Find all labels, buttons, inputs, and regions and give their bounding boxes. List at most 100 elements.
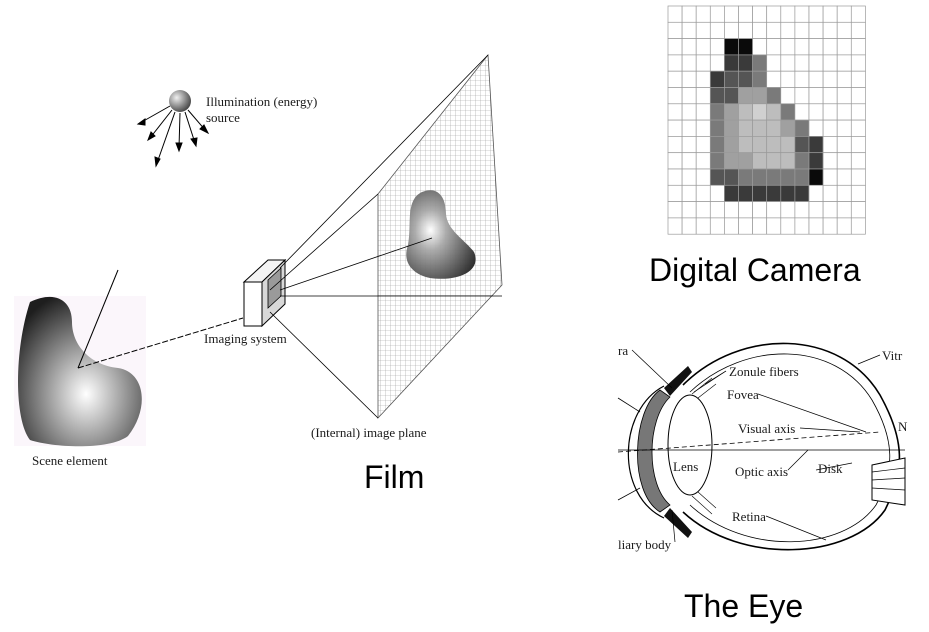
- pixel-cell: [780, 217, 796, 235]
- pixel-cell: [822, 103, 838, 121]
- pixel-cell: [822, 21, 838, 39]
- pixel-cell: [808, 21, 824, 39]
- pixel-cell: [766, 87, 782, 105]
- illumination-source: [136, 90, 210, 168]
- projected-image-blob: [406, 190, 476, 279]
- pixel-cell: [766, 54, 782, 72]
- pixel-cell: [752, 103, 768, 121]
- pixel-cell: [766, 21, 782, 39]
- eye-diagram: [617, 342, 906, 551]
- cornea-fragment-label: ra: [618, 343, 629, 358]
- pixel-cell: [850, 184, 866, 202]
- pixel-cell: [808, 217, 824, 235]
- pixel-cell: [766, 136, 782, 154]
- visual-axis-label: Visual axis: [738, 421, 796, 436]
- pixel-cell: [850, 87, 866, 105]
- pixel-cell: [836, 54, 852, 72]
- pixel-cell: [681, 217, 697, 235]
- incoming-ray: [77, 269, 119, 369]
- scene-element-blob: [18, 296, 142, 447]
- pixel-cell: [681, 184, 697, 202]
- image-plane-label: (Internal) image plane: [311, 425, 427, 440]
- pixel-cell: [695, 152, 711, 170]
- pixel-cell: [752, 21, 768, 39]
- pixel-cell: [724, 103, 739, 121]
- pixel-cell: [794, 54, 810, 72]
- illumination-label-line1: Illumination (energy): [206, 94, 318, 109]
- pixel-cell: [738, 119, 753, 137]
- light-sphere: [169, 90, 191, 112]
- pixel-cell: [709, 201, 725, 219]
- pixel-cell: [681, 70, 697, 88]
- pixel-cell: [766, 119, 782, 137]
- pixel-cell: [850, 119, 866, 137]
- pixel-cell: [822, 152, 838, 170]
- pixel-cell: [836, 201, 852, 219]
- pixel-cell: [738, 103, 753, 121]
- pixel-cell: [738, 54, 753, 72]
- pixel-cell: [808, 87, 824, 105]
- pixel-cell: [752, 184, 768, 202]
- pixel-cell: [738, 152, 753, 170]
- pixel-cell: [738, 136, 753, 154]
- pixel-cell: [780, 119, 796, 137]
- pixel-cell: [836, 152, 852, 170]
- pixel-cell: [695, 5, 711, 23]
- pixel-cell: [836, 87, 852, 105]
- pixel-cell: [752, 201, 768, 219]
- pixel-cell: [709, 217, 725, 235]
- pixel-cell: [794, 168, 810, 186]
- pixel-cell: [709, 152, 725, 170]
- pixel-cell: [780, 5, 796, 23]
- pixel-cell: [667, 184, 683, 202]
- pixel-cell: [695, 103, 711, 121]
- pixel-cell: [709, 38, 725, 56]
- pixel-cell: [850, 21, 866, 39]
- pixel-cell: [822, 87, 838, 105]
- scene-element-label: Scene element: [32, 453, 108, 468]
- pixel-cell: [667, 5, 683, 23]
- pixel-cell: [822, 217, 838, 235]
- pixel-cell: [794, 152, 810, 170]
- pixel-cell: [738, 21, 753, 39]
- pixel-cell: [738, 201, 753, 219]
- pixel-cell: [850, 38, 866, 56]
- pixel-cell: [709, 21, 725, 39]
- pixel-cell: [667, 217, 683, 235]
- pixel-cell: [709, 119, 725, 137]
- pixel-cell: [667, 54, 683, 72]
- pixel-cell: [822, 54, 838, 72]
- pixel-cell: [780, 184, 796, 202]
- pixel-cell: [724, 54, 739, 72]
- pixel-cell: [695, 217, 711, 235]
- pixel-cell: [766, 184, 782, 202]
- pixel-cell: [695, 119, 711, 137]
- pixel-cell: [709, 103, 725, 121]
- ciliary-body-fragment-label: liary body: [618, 537, 672, 552]
- pixel-cell: [667, 201, 683, 219]
- pixel-cell: [724, 5, 739, 23]
- pixel-cell: [808, 119, 824, 137]
- pixel-cell: [780, 136, 796, 154]
- pixel-cell: [808, 184, 824, 202]
- pixel-cell: [822, 136, 838, 154]
- pixel-cell: [667, 87, 683, 105]
- pixel-cell: [752, 87, 768, 105]
- pixel-cell: [794, 38, 810, 56]
- pixel-cell: [822, 70, 838, 88]
- pixel-cell: [766, 201, 782, 219]
- digital-camera-caption: Digital Camera: [649, 252, 861, 288]
- pixel-cell: [738, 5, 753, 23]
- pixel-cell: [695, 201, 711, 219]
- imaging-system-box: [242, 258, 287, 328]
- visual-axis-line: [617, 431, 881, 453]
- vitreous-fragment-label: Vitr: [882, 348, 903, 363]
- pixel-cell: [681, 87, 697, 105]
- the-eye-caption: The Eye: [684, 588, 804, 624]
- pixel-cell: [780, 201, 796, 219]
- zonule-fibers-label: Zonule fibers: [729, 364, 799, 379]
- pixel-cell: [836, 38, 852, 56]
- pixel-cell: [794, 201, 810, 219]
- pixel-cell: [681, 119, 697, 137]
- optic-nerve: [871, 457, 906, 506]
